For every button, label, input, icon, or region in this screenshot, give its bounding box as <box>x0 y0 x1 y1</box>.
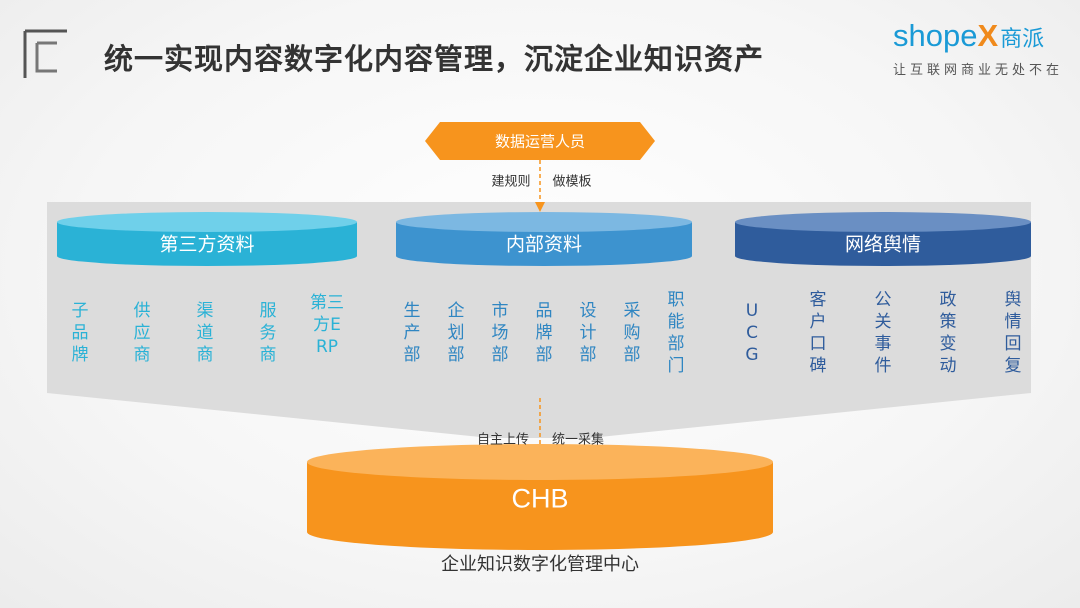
top-arrow-left-label: 建规则 <box>491 174 531 190</box>
item-policy-change: 政策变动 <box>939 290 957 376</box>
item-production: 生产部 <box>403 301 421 365</box>
chb-cylinder <box>307 444 773 550</box>
item-functional-dept: 职能部门 <box>667 290 685 376</box>
bottom-arrow-right-label: 统一采集 <box>551 432 605 448</box>
logo-brand-prefix: shope <box>893 18 978 53</box>
item-third-party-erp: 第三方ERP <box>310 293 344 357</box>
page-title: 统一实现内容数字化内容管理，沉淀企业知识资产 <box>104 42 765 76</box>
item-supplier: 供应商 <box>133 301 151 365</box>
shopex-logo: shopeX商派 让互联网商业无处不在 <box>893 18 1063 78</box>
logo-brand-x: X <box>977 18 999 53</box>
logo-brand-cn: 商派 <box>1000 26 1045 51</box>
item-pr-event: 公关事件 <box>874 290 892 376</box>
item-customer-reputation: 客户口碑 <box>809 290 827 376</box>
top-node-label: 数据运营人员 <box>494 132 586 151</box>
chb-label: CHB <box>511 483 569 514</box>
corner-bracket-icon <box>23 29 67 78</box>
top-arrow-head <box>535 202 545 212</box>
top-node-shape <box>425 122 655 160</box>
item-service-provider: 服务商 <box>259 301 277 365</box>
item-channel: 渠道商 <box>196 301 214 365</box>
logo-wordmark: shopeX商派 <box>893 18 1063 57</box>
item-design: 设计部 <box>579 301 597 365</box>
item-sub-brand: 子品牌 <box>71 301 89 365</box>
chb-caption: 企业知识数字化管理中心 <box>441 554 639 575</box>
bottom-arrow-left-label: 自主上传 <box>476 432 530 448</box>
database-internal <box>396 212 692 266</box>
database-name-third-party: 第三方资料 <box>159 233 255 256</box>
item-ucg: UCG <box>745 301 759 365</box>
logo-slogan: 让互联网商业无处不在 <box>893 63 1064 78</box>
database-third-party <box>57 212 357 266</box>
item-brand: 品牌部 <box>535 301 553 365</box>
top-arrow-right-label: 做模板 <box>552 174 592 190</box>
item-marketing: 市场部 <box>491 301 509 365</box>
database-network-opinion <box>735 212 1031 266</box>
database-name-network-opinion: 网络舆情 <box>844 233 922 256</box>
item-purchasing: 采购部 <box>623 301 641 365</box>
database-name-internal: 内部资料 <box>505 233 583 256</box>
item-opinion-reply: 舆情回复 <box>1004 290 1022 376</box>
item-planning: 企划部 <box>447 301 465 365</box>
